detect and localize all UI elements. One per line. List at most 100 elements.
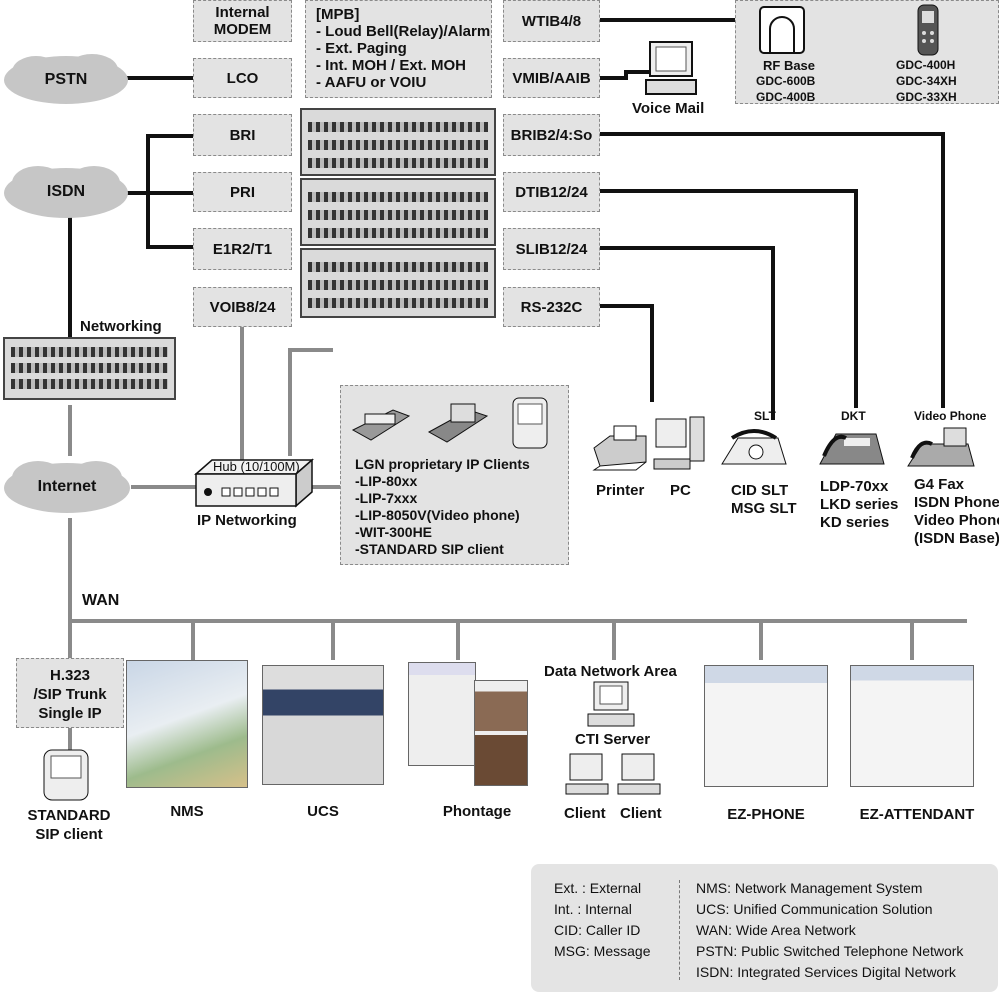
internal-modem-box: Internal MODEM xyxy=(193,0,292,42)
mpb-title: [MPB] xyxy=(316,6,360,23)
voib-box: VOIB8/24 xyxy=(193,287,292,327)
rf-base-label: RF Base xyxy=(763,58,816,73)
slib-box: SLIB12/24 xyxy=(503,228,600,270)
nms-screenshot xyxy=(126,660,248,788)
lco-box: LCO xyxy=(193,58,292,98)
wan-label: WAN xyxy=(82,592,120,609)
pc-label: PC xyxy=(670,482,691,499)
hub-icon xyxy=(194,458,314,508)
ip-networking-label: IP Networking xyxy=(197,512,297,529)
ez-attendant-label: EZ-ATTENDANT xyxy=(859,806,975,823)
video-phone-title: Video Phone xyxy=(914,409,987,423)
dect-handset-icon xyxy=(917,4,939,56)
legend-item: Ext. : External xyxy=(554,880,642,896)
client-computer-icon xyxy=(617,753,661,795)
h323-box: H.323 /SIP Trunk Single IP xyxy=(16,658,124,728)
internet-cloud: Internet xyxy=(0,458,134,516)
e1r2-box: E1R2/T1 xyxy=(193,228,292,270)
video-model: ISDN Phone xyxy=(914,494,999,511)
video-phone-icon xyxy=(907,427,975,467)
ip-phone-icon xyxy=(351,409,411,441)
dkt-model: LKD series xyxy=(820,496,899,513)
ip-clients-title: LGN proprietary IP Clients xyxy=(355,456,530,472)
standard-sip-label: STANDARD xyxy=(27,807,111,824)
wtib-box: WTIB4/8 xyxy=(503,0,600,42)
system-unit-3 xyxy=(300,248,496,318)
ip-client-item: -LIP-7xxx xyxy=(355,490,418,506)
legend-item: UCS: Unified Communication Solution xyxy=(696,901,933,917)
dtib-box: DTIB12/24 xyxy=(503,172,600,212)
slt-title: SLT xyxy=(754,409,776,423)
standard-sip-label: SIP client xyxy=(35,826,103,843)
system-unit-1 xyxy=(300,108,496,176)
system-unit-2 xyxy=(300,178,496,246)
mpb-box: [MPB] - Loud Bell(Relay)/Alarm - Ext. Pa… xyxy=(305,0,492,98)
brib-box: BRIB2/4:So xyxy=(503,114,600,156)
legend-item: CID: Caller ID xyxy=(554,922,641,938)
phontage-video-window xyxy=(474,680,528,786)
data-network-area-label: Data Network Area xyxy=(544,663,677,680)
legend-item: ISDN: Integrated Services Digital Networ… xyxy=(696,964,956,980)
ez-phone-screenshot xyxy=(704,665,828,787)
phontage-label: Phontage xyxy=(442,803,512,820)
video-model: G4 Fax xyxy=(914,476,965,493)
rf-base-icon xyxy=(759,6,805,54)
mpb-line: - Int. MOH / Ext. MOH xyxy=(316,57,466,74)
printer-icon xyxy=(592,425,647,471)
rs232-box: RS-232C xyxy=(503,287,600,327)
hub-label: Hub (10/100M) xyxy=(213,459,300,474)
phontage-screenshot xyxy=(408,662,476,766)
wifi-handset-icon xyxy=(512,397,548,449)
mpb-line: - Ext. Paging xyxy=(316,40,407,57)
isdn-cloud: ISDN xyxy=(0,163,132,221)
networking-unit xyxy=(3,337,176,400)
pc-icon xyxy=(653,416,705,470)
legend-item: WAN: Wide Area Network xyxy=(696,922,856,938)
cti-server-label: CTI Server xyxy=(575,731,651,748)
client-computer-icon xyxy=(565,753,609,795)
ip-client-item: -WIT-300HE xyxy=(355,524,433,540)
slt-model: CID SLT xyxy=(731,482,789,499)
ez-phone-label: EZ-PHONE xyxy=(727,806,805,823)
dkt-model: LDP-70xx xyxy=(820,478,889,495)
voice-mail-computer-icon xyxy=(645,41,697,95)
slt-phone-icon xyxy=(721,429,787,465)
h323-line: Single IP xyxy=(38,705,102,722)
pstn-cloud: PSTN xyxy=(0,52,132,108)
rf-base-model: GDC-400B xyxy=(756,90,816,104)
video-model: Video Phone xyxy=(914,512,999,529)
video-model: (ISDN Base) xyxy=(914,530,999,547)
rf-handset-model: GDC-33XH xyxy=(896,90,957,104)
slt-model: MSG SLT xyxy=(731,500,797,517)
ez-attendant-screenshot xyxy=(850,665,974,787)
ip-client-item: -LIP-80xx xyxy=(355,473,418,489)
networking-label: Networking xyxy=(80,318,162,335)
ip-client-item: -LIP-8050V(Video phone) xyxy=(355,507,520,523)
rf-base-model: GDC-600B xyxy=(756,74,816,88)
legend: Ext. : External Int. : Internal CID: Cal… xyxy=(531,864,998,992)
client-label: Client xyxy=(620,805,662,822)
rf-handset-model: GDC-400H xyxy=(896,58,956,72)
mpb-line: - Loud Bell(Relay)/Alarm xyxy=(316,23,491,40)
h323-line: /SIP Trunk xyxy=(33,686,107,703)
bri-box: BRI xyxy=(193,114,292,156)
isdn-label: ISDN xyxy=(46,183,86,200)
pri-box: PRI xyxy=(193,172,292,212)
sip-handset-icon xyxy=(43,749,89,801)
dkt-model: KD series xyxy=(820,514,890,531)
cti-server-icon xyxy=(587,681,635,727)
mpb-line: - AAFU or VOIU xyxy=(316,74,427,91)
dkt-phone-icon xyxy=(819,433,885,465)
legend-divider xyxy=(679,880,680,980)
legend-item: MSG: Message xyxy=(554,943,651,959)
ip-phone-icon xyxy=(427,403,489,443)
h323-line: H.323 xyxy=(49,667,91,684)
rf-handset-model: GDC-34XH xyxy=(896,74,957,88)
internet-label: Internet xyxy=(37,478,97,495)
nms-label: NMS xyxy=(170,803,204,820)
legend-item: PSTN: Public Switched Telephone Network xyxy=(696,943,964,959)
ucs-screenshot xyxy=(262,665,384,785)
client-label: Client xyxy=(564,805,606,822)
legend-item: NMS: Network Management System xyxy=(696,880,923,896)
dkt-title: DKT xyxy=(841,409,866,423)
